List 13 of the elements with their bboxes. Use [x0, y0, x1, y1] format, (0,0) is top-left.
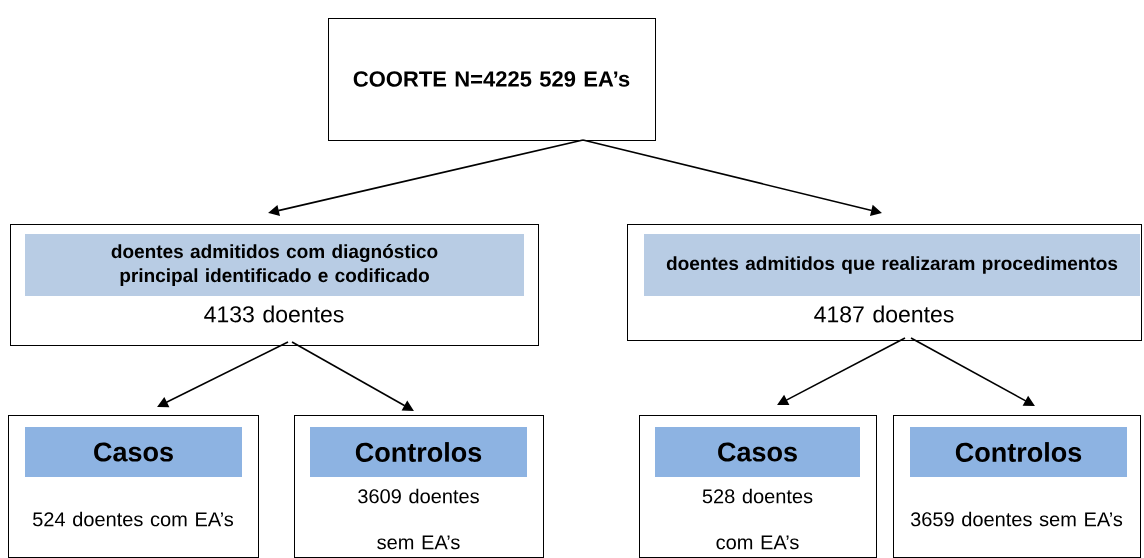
arrow: [268, 139, 584, 217]
flow-box: Casos 524 doentes com EA’s: [8, 415, 259, 558]
flow-box: Controlos 3659 doentes sem EA’s: [893, 415, 1141, 558]
flow-box: doentes admitidos com diagnóstico principal identificado e codificado 4133 doentes: [10, 224, 539, 346]
arrow: [291, 341, 414, 411]
arrow: [582, 139, 882, 216]
flow-box: Casos 528 doentes com EA’s: [639, 415, 877, 558]
flow-box: doentes admitidos que realizaram procedimentos 4187 doentes: [627, 224, 1142, 341]
flow-box: Controlos 3609 doentes sem EA’s: [294, 415, 544, 558]
arrow: [777, 337, 906, 405]
flow-box: COORTE N=4225 529 EA’s: [328, 18, 656, 141]
arrow: [157, 341, 289, 408]
arrow: [910, 337, 1035, 406]
